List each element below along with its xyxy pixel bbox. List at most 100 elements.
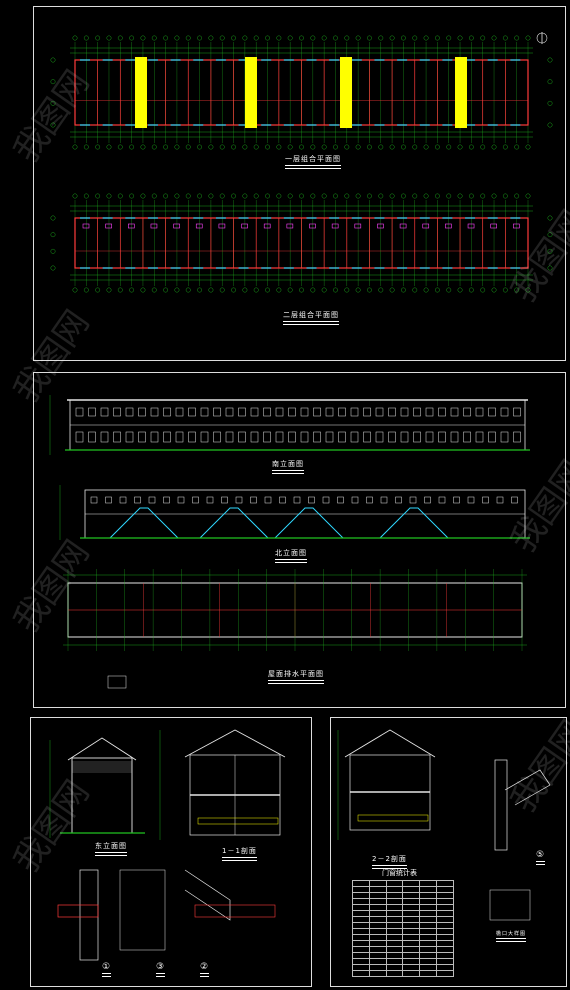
south-window: [300, 431, 309, 443]
north-window: [482, 496, 489, 504]
plan2-axis-bubble: [50, 232, 56, 238]
plan2-axis-bubble: [333, 193, 338, 199]
plan1-axis-bubble: [140, 35, 146, 41]
plan2-axis-bubble: [457, 287, 463, 293]
north-window: [279, 496, 286, 504]
plan1-axis-bubble: [457, 35, 463, 41]
north-exterior-stair: [274, 507, 344, 539]
north-window: [148, 496, 156, 504]
plan1-stair-core: [455, 57, 467, 128]
plan1-axis-bubble: [50, 57, 56, 63]
north-window: [467, 496, 475, 504]
plan1-axis-bubble: [401, 144, 406, 150]
plan2-axis-bubble: [117, 193, 123, 199]
plan1-axis-bubble: [95, 144, 101, 150]
south-window: [438, 407, 446, 417]
plan1-axis-bubble: [547, 57, 553, 63]
plan2-axis-bubble: [333, 287, 338, 293]
plan1-axis-bubble: [253, 144, 259, 150]
south-window: [175, 407, 184, 417]
plan1-axis-bubble: [129, 35, 135, 41]
north-window: [337, 496, 344, 504]
east-elevation-title: 东立面图: [95, 841, 127, 856]
plan1-axis-bubble: [50, 100, 56, 106]
section2-roof: [344, 729, 436, 758]
plan2-axis-bubble: [423, 287, 429, 293]
plan1-axis-bubble: [468, 35, 474, 41]
plan2-axis-bubble: [276, 193, 282, 199]
south-window: [413, 407, 421, 417]
plan1-axis-bubble: [378, 144, 384, 150]
plan2-axis-bubble: [389, 193, 395, 199]
north-window: [511, 496, 518, 504]
plan2-axis-bubble: [231, 193, 236, 199]
plan1-axis-bubble: [83, 35, 89, 41]
plan2-axis-bubble: [355, 193, 361, 199]
plan2-axis-bubble: [174, 287, 180, 293]
south-window: [88, 407, 96, 417]
plan2-axis-bubble: [468, 287, 474, 293]
plan1-axis-bubble: [95, 35, 101, 41]
south-window: [363, 407, 371, 417]
south-window: [375, 407, 384, 417]
plan2-axis-bubble: [434, 287, 440, 293]
plan1-stair-core: [340, 57, 352, 128]
detail-2-gutter: [194, 904, 276, 918]
detail-marker-1: ①: [102, 962, 111, 977]
south-window: [338, 407, 346, 417]
south-window: [413, 431, 421, 443]
plan1-axis-bubble: [72, 35, 78, 41]
south-window: [200, 431, 209, 443]
north-exterior-stair: [109, 507, 179, 539]
plan1-axis-bubble: [423, 144, 429, 150]
south-window: [388, 407, 396, 417]
plan1-axis-bubble: [333, 144, 338, 150]
south-window: [150, 407, 159, 417]
south-window: [125, 407, 134, 417]
plan1-axis-bubble: [174, 35, 180, 41]
north-window: [90, 496, 98, 504]
plan1-axis-bubble: [83, 144, 89, 150]
plan1-axis-bubble: [457, 144, 463, 150]
south-window: [213, 431, 221, 443]
plan2-axis-bubble: [50, 215, 56, 221]
plan2-axis-bubble: [163, 193, 169, 199]
plan1-axis-bubble: [446, 144, 452, 150]
plan2-axis-bubble: [378, 193, 384, 199]
south-window: [238, 407, 246, 417]
plan1-axis-bubble: [321, 144, 327, 150]
plan2-axis-bubble: [253, 193, 259, 199]
sheet-elevations: [33, 372, 566, 708]
plan1-axis-bubble: [491, 35, 497, 41]
plan2-axis-bubble: [514, 193, 520, 199]
sheet-section-table: [330, 717, 567, 987]
plan1-axis-bubble: [378, 35, 384, 41]
north-window: [322, 496, 330, 504]
south-window: [350, 407, 359, 417]
detail-marker-2: ②: [200, 962, 209, 977]
plan1-title: 一层组合平面图: [285, 154, 341, 169]
plan2-axis-bubble: [299, 193, 304, 199]
south-window: [138, 431, 146, 443]
plan1-axis-bubble: [197, 35, 202, 41]
plan2-title: 二层组合平面图: [283, 310, 339, 325]
north-window: [366, 496, 373, 504]
north-window: [105, 496, 112, 504]
plan1-axis-bubble: [434, 35, 440, 41]
plan1-axis-bubble: [219, 144, 225, 150]
plan2-axis-bubble: [242, 193, 248, 199]
plan1-axis-bubble: [72, 144, 78, 150]
plan2-fixture: [399, 223, 407, 229]
plan1-axis-bubble: [446, 35, 452, 41]
detail-1-slab: [57, 904, 99, 918]
south-window: [450, 407, 459, 417]
detail-3-frame: [119, 869, 166, 951]
south-window: [238, 431, 246, 443]
south-elevation-title: 南立面图: [272, 459, 304, 474]
plan2-axis-bubble: [72, 193, 78, 199]
plan2-axis-bubble: [106, 193, 112, 199]
north-window: [192, 496, 199, 504]
north-window: [438, 496, 446, 504]
south-window: [363, 431, 371, 443]
table-cell: [385, 970, 404, 977]
